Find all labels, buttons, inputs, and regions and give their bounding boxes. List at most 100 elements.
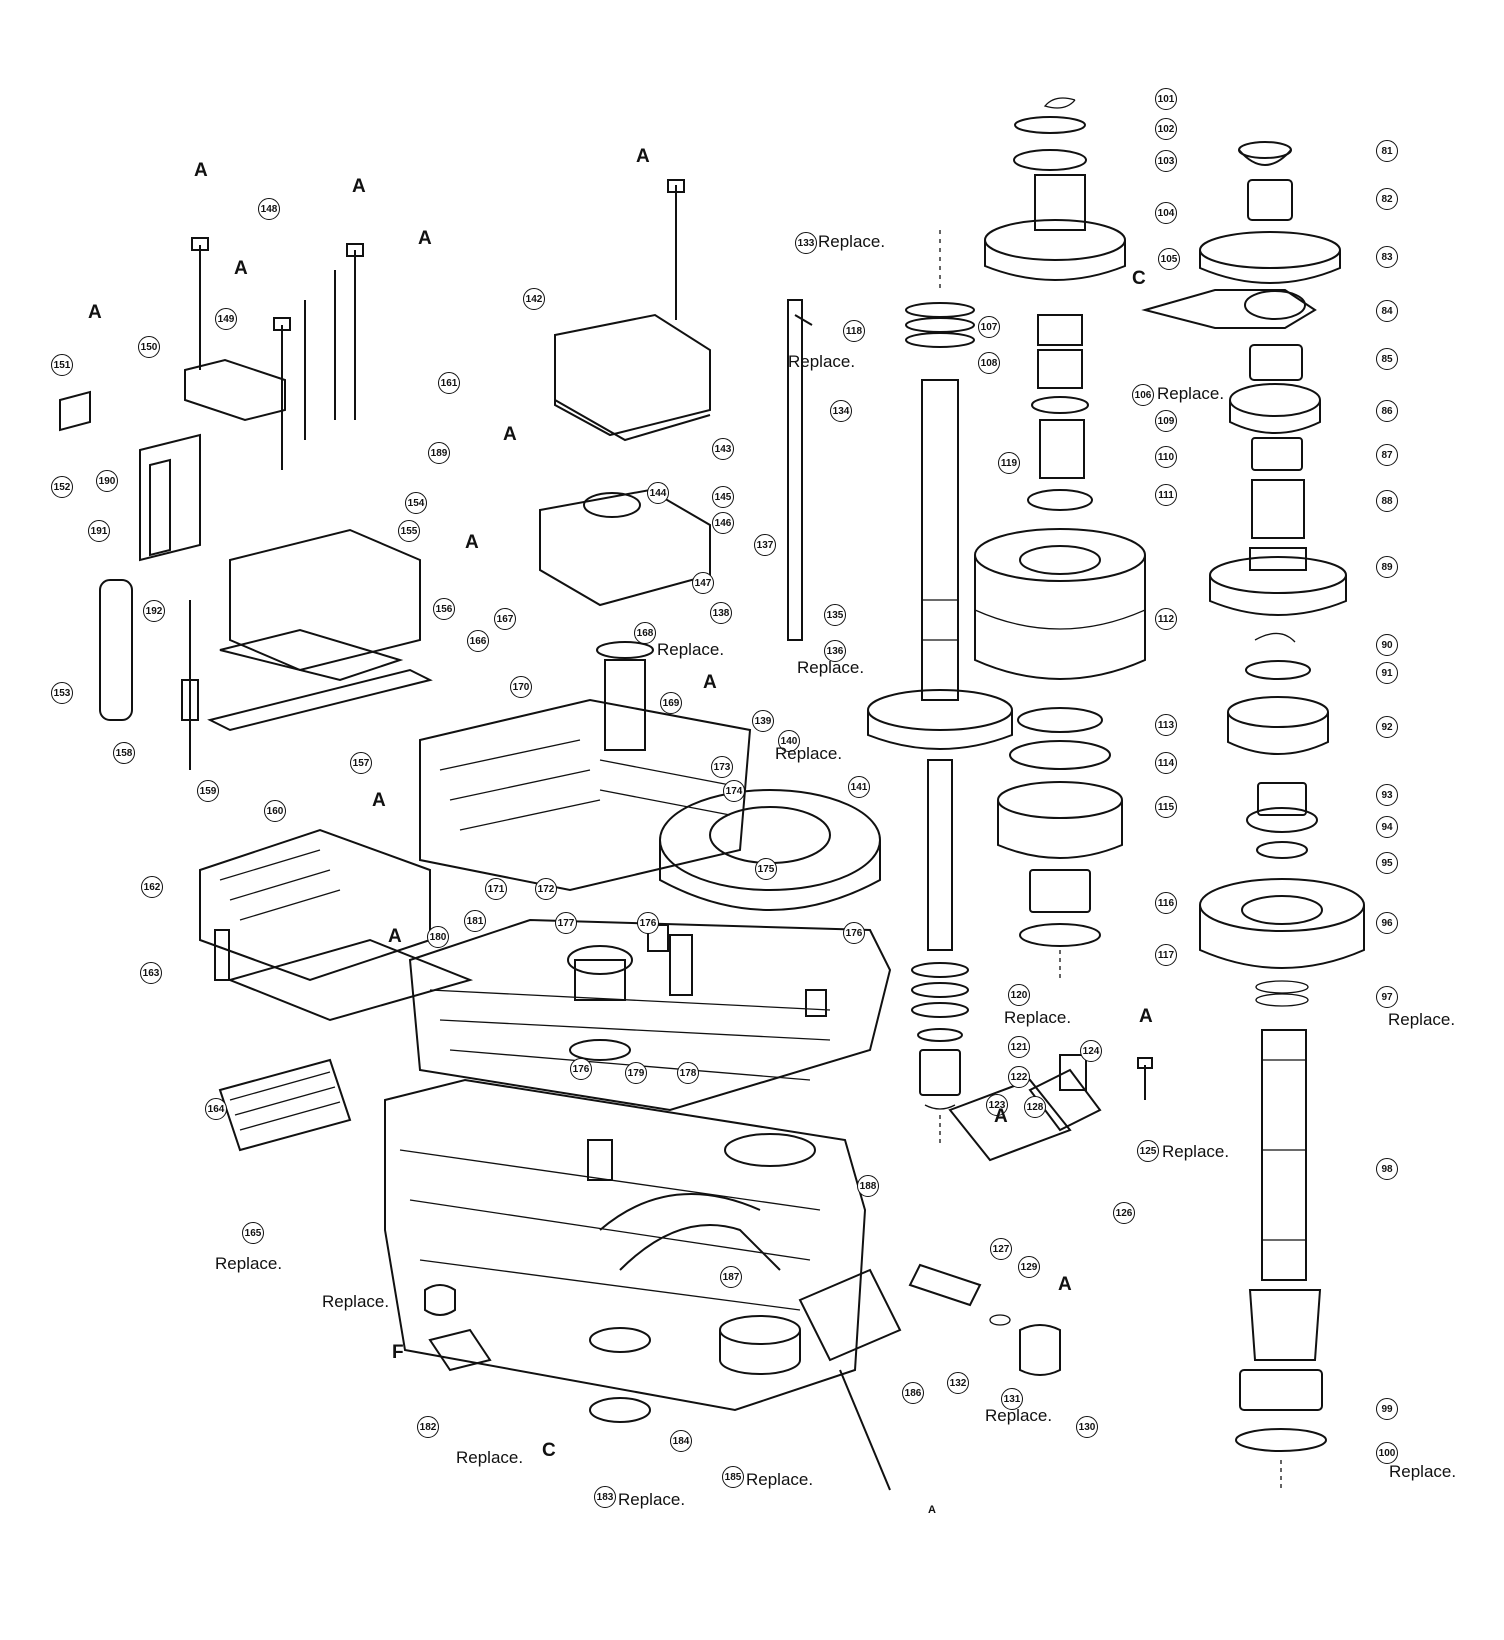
callout-173: 173	[711, 756, 733, 778]
callout-143: 143	[712, 438, 734, 460]
callout-183: 183	[594, 1486, 616, 1508]
callout-188: 188	[857, 1175, 879, 1197]
callout-137: 137	[754, 534, 776, 556]
callout-157: 157	[350, 752, 372, 774]
callout-166: 166	[467, 630, 489, 652]
letter-a-7: A	[372, 790, 386, 811]
callout-179: 179	[625, 1062, 647, 1084]
letter-a-1: A	[194, 160, 208, 181]
callout-90: 90	[1376, 634, 1398, 656]
replace-label-133: Replace.	[818, 232, 886, 251]
callout-123: 123	[986, 1094, 1008, 1116]
callout-177: 177	[555, 912, 577, 934]
letter-a-2: A	[352, 176, 366, 197]
callout-85: 85	[1376, 348, 1398, 370]
callout-131: 131	[1001, 1388, 1023, 1410]
callout-116: 116	[1155, 892, 1177, 914]
callout-114: 114	[1155, 752, 1177, 774]
callout-186: 186	[902, 1382, 924, 1404]
replace-label-97: Replace.	[1388, 1010, 1456, 1029]
callout-125: 125	[1137, 1140, 1159, 1162]
replace-label-100: Replace.	[1389, 1462, 1457, 1481]
callout-176: 176	[637, 912, 659, 934]
callout-129: 129	[1018, 1256, 1040, 1278]
mainshaft-assembly	[787, 97, 1146, 1145]
callout-101: 101	[1155, 88, 1177, 110]
callout-113: 113	[1155, 714, 1177, 736]
callout-133: 133	[795, 232, 817, 254]
replace-label-136: Replace.	[797, 658, 865, 677]
callout-135: 135	[824, 604, 846, 626]
callout-96: 96	[1376, 912, 1398, 934]
callout-172: 172	[535, 878, 557, 900]
callout-107: 107	[978, 316, 1000, 338]
callout-136: 136	[824, 640, 846, 662]
callout-191: 191	[88, 520, 110, 542]
callout-140: 140	[778, 730, 800, 752]
callout-102: 102	[1155, 118, 1177, 140]
callout-152: 152	[51, 476, 73, 498]
callout-92: 92	[1376, 716, 1398, 738]
callout-81: 81	[1376, 140, 1398, 162]
callout-160: 160	[264, 800, 286, 822]
callout-91: 91	[1376, 662, 1398, 684]
replace-label-118: Replace.	[788, 352, 856, 371]
callout-122: 122	[1008, 1066, 1030, 1088]
callout-176b: 176	[843, 922, 865, 944]
callout-180: 180	[427, 926, 449, 948]
callout-138: 138	[710, 602, 732, 624]
callout-132: 132	[947, 1372, 969, 1394]
callout-161: 161	[438, 372, 460, 394]
callout-189: 189	[428, 442, 450, 464]
callout-187: 187	[720, 1266, 742, 1288]
callout-185: 185	[722, 1466, 744, 1488]
callout-163: 163	[140, 962, 162, 984]
callout-117: 117	[1155, 944, 1177, 966]
callout-83: 83	[1376, 246, 1398, 268]
callout-118: 118	[843, 320, 865, 342]
letter-a-15: A	[928, 1504, 936, 1516]
valve-body-and-housing	[384, 179, 892, 1412]
callout-100: 100	[1376, 1442, 1398, 1464]
callout-142: 142	[523, 288, 545, 310]
callout-151: 151	[51, 354, 73, 376]
callout-162: 162	[141, 876, 163, 898]
callout-178: 178	[677, 1062, 699, 1084]
callout-141: 141	[848, 776, 870, 798]
callout-115: 115	[1155, 796, 1177, 818]
callout-126: 126	[1113, 1202, 1135, 1224]
callout-121: 121	[1008, 1036, 1030, 1058]
callout-89: 89	[1376, 556, 1398, 578]
callout-94: 94	[1376, 816, 1398, 838]
callout-144: 144	[647, 482, 669, 504]
letter-a-13: A	[1139, 1006, 1153, 1027]
callout-146: 146	[712, 512, 734, 534]
callout-105: 105	[1158, 248, 1180, 270]
callout-190: 190	[96, 470, 118, 492]
callout-158: 158	[113, 742, 135, 764]
callout-139: 139	[752, 710, 774, 732]
callout-88: 88	[1376, 490, 1398, 512]
callout-145: 145	[712, 486, 734, 508]
replace-label-183: Replace.	[618, 1490, 686, 1509]
callout-149: 149	[215, 308, 237, 330]
callout-150: 150	[138, 336, 160, 358]
callout-155: 155	[398, 520, 420, 542]
letter-a-12: A	[994, 1106, 1008, 1127]
callout-148: 148	[258, 198, 280, 220]
callout-154: 154	[405, 492, 427, 514]
control-valve-bodies	[59, 237, 1153, 1491]
replace-label-140: Replace.	[775, 744, 843, 763]
callout-182: 182	[417, 1416, 439, 1438]
callout-127: 127	[990, 1238, 1012, 1260]
callout-86: 86	[1376, 400, 1398, 422]
callout-111: 111	[1155, 484, 1177, 506]
callout-176c: 176	[570, 1058, 592, 1080]
letter-c-2: C	[542, 1440, 556, 1461]
callout-170: 170	[510, 676, 532, 698]
callout-169: 169	[660, 692, 682, 714]
callout-95: 95	[1376, 852, 1398, 874]
callout-156: 156	[433, 598, 455, 620]
